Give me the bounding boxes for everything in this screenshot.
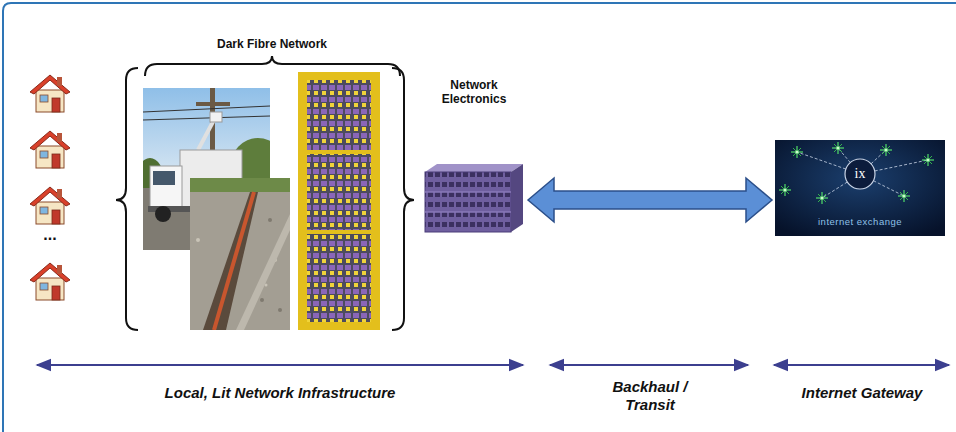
switch-node: Network Electronics [423, 78, 525, 236]
exchange-caption: internet exchange [775, 216, 945, 228]
patch-panel-photo [298, 72, 380, 330]
exchange-logo-text: ix [775, 166, 945, 182]
ellipsis-label: ... [28, 226, 72, 244]
trench-photo [190, 178, 290, 330]
switch-image [425, 164, 523, 232]
brackets [116, 56, 414, 330]
block-arrow [528, 178, 772, 222]
node-heading: Network Electronics [423, 78, 525, 106]
section-title: Dark Fibre Network [150, 36, 394, 52]
span-label: Local, Lit Network Infrastructure [35, 384, 525, 402]
span-label: Internet Gateway [772, 384, 952, 402]
span-arrows [37, 364, 949, 366]
span-label: Backhaul / Transit [600, 378, 700, 414]
exchange-node: ix internet exchange [775, 140, 945, 236]
frame [3, 3, 956, 432]
houses [30, 75, 70, 300]
internet-exchange-image [775, 140, 945, 236]
